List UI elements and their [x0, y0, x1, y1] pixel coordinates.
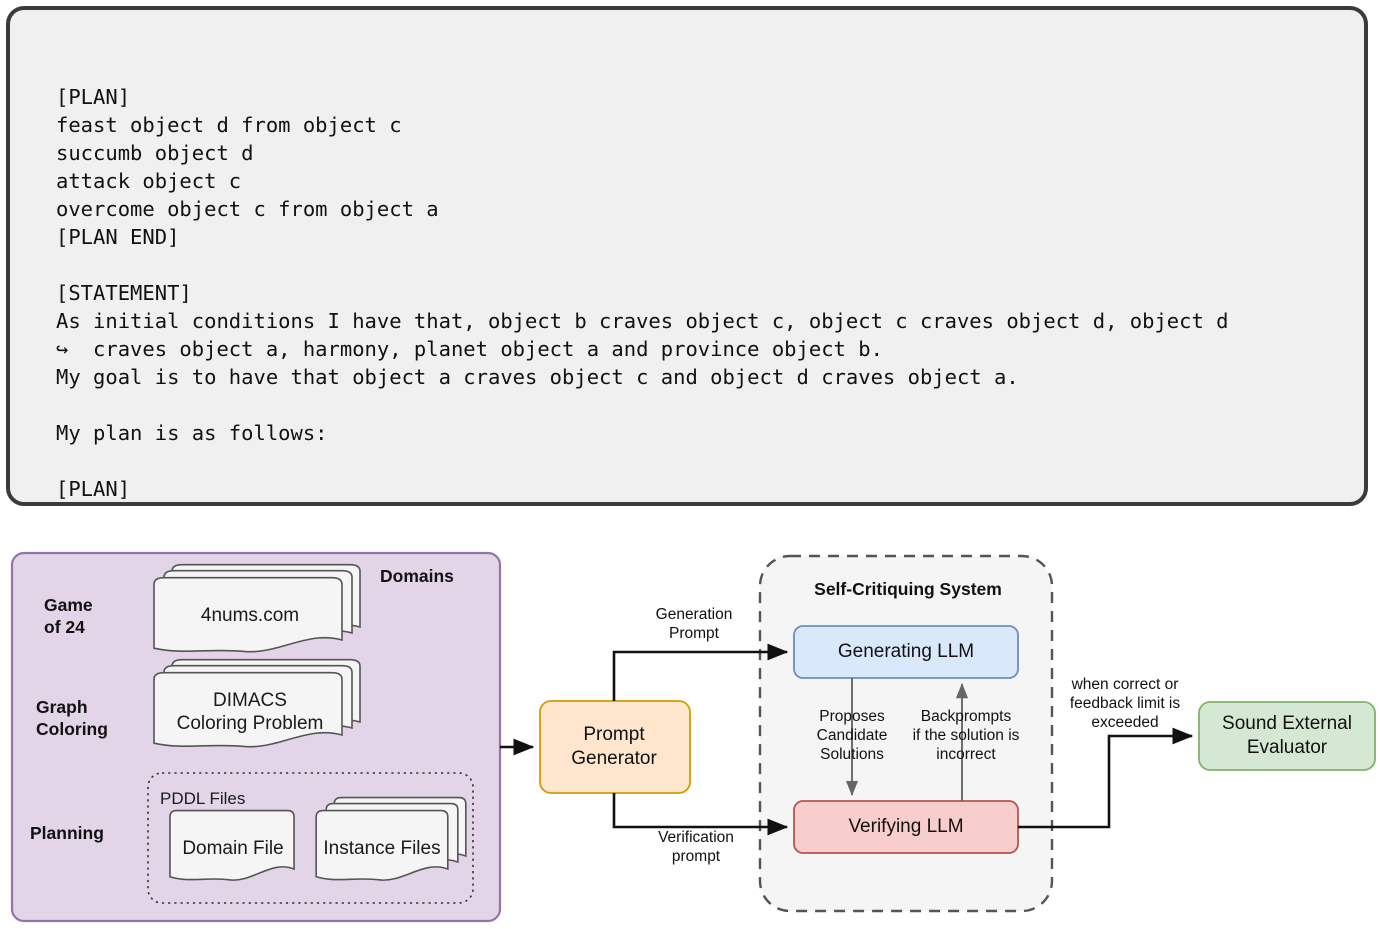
domains-panel-title: Domains	[380, 566, 454, 586]
edge-verification-prompt	[612, 793, 789, 836]
document-label-4nums: 4nums.com	[200, 605, 300, 626]
document-label-instance-files: Instance Files	[323, 838, 441, 859]
verifying-llm-box[interactable]	[793, 800, 1019, 854]
domain-row-label-planning: Planning	[30, 823, 104, 843]
edge-to-sound-external-evaluator	[1018, 727, 1194, 829]
edge-generation-prompt	[612, 643, 789, 701]
prompt-code-panel: [PLAN] feast object d from object c succ…	[6, 6, 1368, 506]
document-label-domain-file: Domain File	[182, 838, 284, 859]
prompt-generator-box[interactable]	[539, 700, 691, 794]
generating-llm-box[interactable]	[793, 625, 1019, 679]
pddl-files-group	[147, 772, 474, 904]
sound-external-evaluator-box[interactable]	[1198, 701, 1376, 771]
pddl-files-caption: PDDL Files	[160, 789, 246, 808]
prompt-text-content: [PLAN] feast object d from object c succ…	[56, 84, 1229, 501]
diagram-canvas	[10, 551, 1376, 923]
